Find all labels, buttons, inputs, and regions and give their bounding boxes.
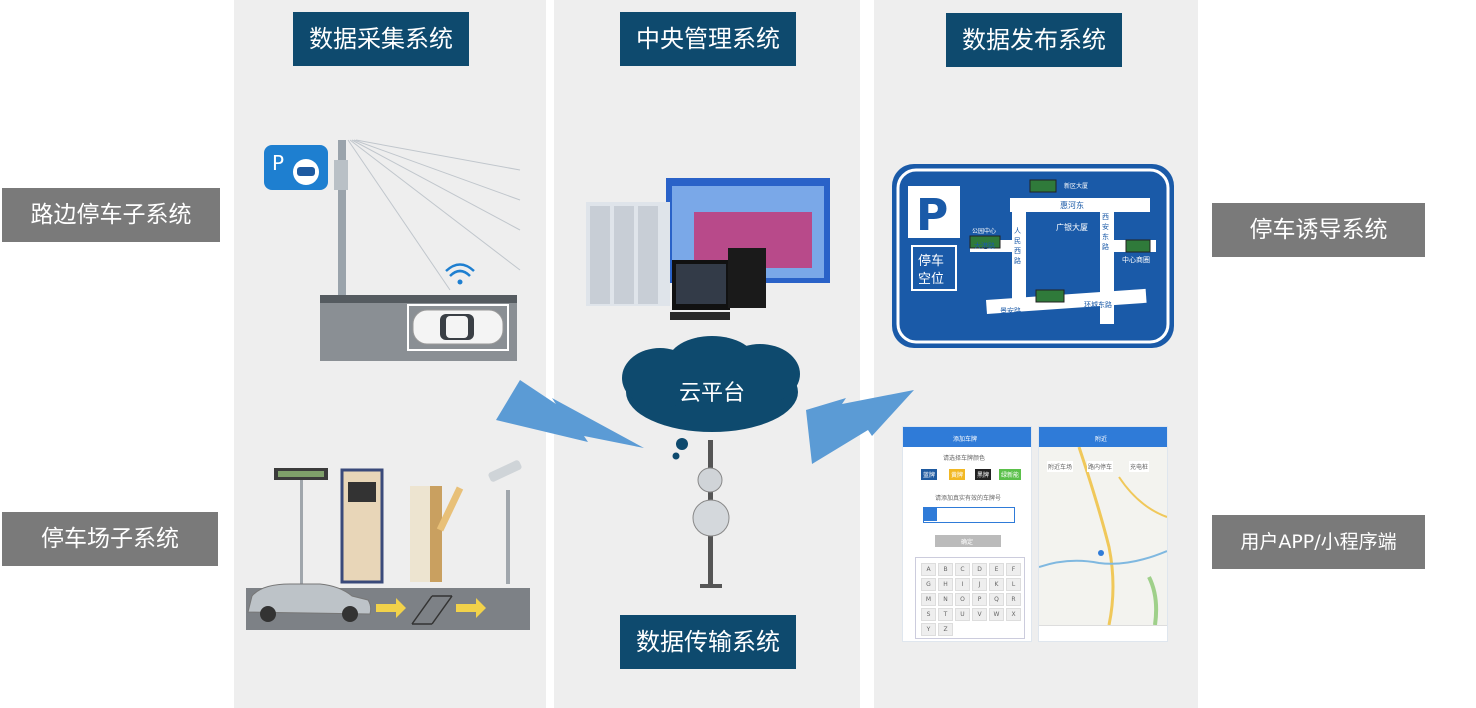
plate-color-black[interactable]: 黑牌 — [975, 469, 992, 480]
sign-road-7: 环城东路 — [1084, 301, 1112, 309]
sign-road-10: 新区大厦 — [1064, 183, 1089, 190]
key-n[interactable]: N — [938, 593, 953, 606]
parking-guidance-label: 停车诱导系统 — [1212, 203, 1425, 257]
key-e[interactable]: E — [989, 563, 1004, 576]
plate-color-yellow[interactable]: 黄牌 — [949, 469, 966, 480]
central-system-title: 中央管理系统 — [620, 12, 796, 66]
transmission-tower — [692, 440, 730, 588]
app-title-bar: 添加车牌 — [903, 427, 1031, 447]
parking-lot-illustration — [246, 460, 530, 630]
key-i[interactable]: I — [955, 578, 970, 591]
sign-road-8: 景安路 — [1000, 307, 1021, 315]
user-app-label: 用户APP/小程序端 — [1212, 515, 1425, 569]
app-title-add-plate: 添加车牌 — [953, 436, 978, 443]
key-y[interactable]: Y — [921, 623, 936, 636]
app-screen-add-plate: 添加车牌 请选择车牌颜色 蓝牌 黄牌 黑牌 绿新能 请添加真实有效的车牌号 确定… — [902, 426, 1032, 642]
key-h[interactable]: H — [938, 578, 953, 591]
plate-number-prompt: 请添加真实有效的车牌号 — [935, 495, 1002, 502]
key-g[interactable]: G — [921, 578, 936, 591]
sign-road-6: 人民西路 — [1014, 227, 1021, 265]
key-z[interactable]: Z — [938, 623, 953, 636]
key-u[interactable]: U — [955, 608, 970, 621]
app-title-nearby: 附近 — [1095, 436, 1108, 443]
key-b[interactable]: B — [938, 563, 953, 576]
key-j[interactable]: J — [972, 578, 987, 591]
key-c[interactable]: C — [955, 563, 970, 576]
confirm-button[interactable]: 确定 — [935, 535, 1001, 547]
cloud-platform-label: 云平台 — [678, 381, 745, 406]
key-t[interactable]: T — [938, 608, 953, 621]
key-w[interactable]: W — [989, 608, 1004, 621]
sign-road-1: 惠河东 — [1060, 201, 1084, 210]
plate-color-prompt: 请选择车牌颜色 — [943, 455, 986, 462]
svg-text:P: P — [272, 151, 284, 175]
sedan-car — [247, 583, 372, 622]
plate-input-first-cell — [924, 508, 937, 521]
transfer-system-title: 数据传输系统 — [620, 615, 796, 669]
key-v[interactable]: V — [972, 608, 987, 621]
lightning-right — [806, 390, 914, 464]
sign-road-9: 公园中心 — [972, 228, 997, 235]
parking-lot-label: 停车场子系统 — [2, 512, 218, 566]
svg-text:P: P — [916, 190, 948, 241]
lightning-left — [496, 380, 644, 448]
guidance-sign: P — [892, 164, 1174, 348]
key-l[interactable]: L — [1006, 578, 1021, 591]
key-d[interactable]: D — [972, 563, 987, 576]
confirm-button-label: 确定 — [961, 539, 974, 546]
key-r[interactable]: R — [1006, 593, 1021, 606]
sign-parking-text-1: 停车 — [918, 254, 945, 269]
app-screen-nearby-map: 附近 附近车场 路内停车 充电桩 — [1038, 426, 1168, 642]
key-k[interactable]: K — [989, 578, 1004, 591]
map-button-street-parking[interactable]: 路内停车 — [1087, 461, 1114, 472]
sign-road-2: 广银大厦 — [1056, 223, 1088, 232]
plate-color-green[interactable]: 绿新能 — [999, 469, 1022, 480]
cloud-platform-shape — [622, 336, 800, 460]
key-p[interactable]: P — [972, 593, 987, 606]
sign-road-3: 西安东路 — [1102, 213, 1109, 251]
map-bottom-nav — [1039, 625, 1167, 641]
plate-keyboard — [915, 557, 1025, 639]
map-button-charging[interactable]: 充电桩 — [1129, 461, 1150, 472]
key-q[interactable]: Q — [989, 593, 1004, 606]
plate-color-blue[interactable]: 蓝牌 — [921, 469, 938, 480]
parked-car-topview — [412, 309, 504, 345]
key-x[interactable]: X — [1006, 608, 1021, 621]
collect-system-title: 数据采集系统 — [293, 12, 469, 66]
key-a[interactable]: A — [921, 563, 936, 576]
map-view[interactable] — [1039, 447, 1167, 625]
app-title-bar-map: 附近 — [1039, 427, 1167, 447]
roadside-parking-label: 路边停车子系统 — [2, 188, 220, 242]
key-f[interactable]: F — [1006, 563, 1021, 576]
key-m[interactable]: M — [921, 593, 936, 606]
plate-number-input[interactable] — [923, 507, 1015, 523]
publish-system-title: 数据发布系统 — [946, 13, 1122, 67]
sign-road-4: 中心商圈 — [1122, 256, 1150, 264]
key-o[interactable]: O — [955, 593, 970, 606]
roadside-parking-illustration: P — [264, 139, 521, 361]
sign-road-5: 大港路 — [974, 242, 995, 250]
parking-p-icon: P — [264, 145, 328, 190]
sign-parking-text-2: 空位 — [918, 272, 945, 287]
map-button-nearby-lots[interactable]: 附近车场 — [1047, 461, 1074, 472]
wifi-icon — [445, 263, 475, 285]
central-server-illustration — [586, 178, 830, 320]
map-roads — [1039, 447, 1167, 625]
key-s[interactable]: S — [921, 608, 936, 621]
